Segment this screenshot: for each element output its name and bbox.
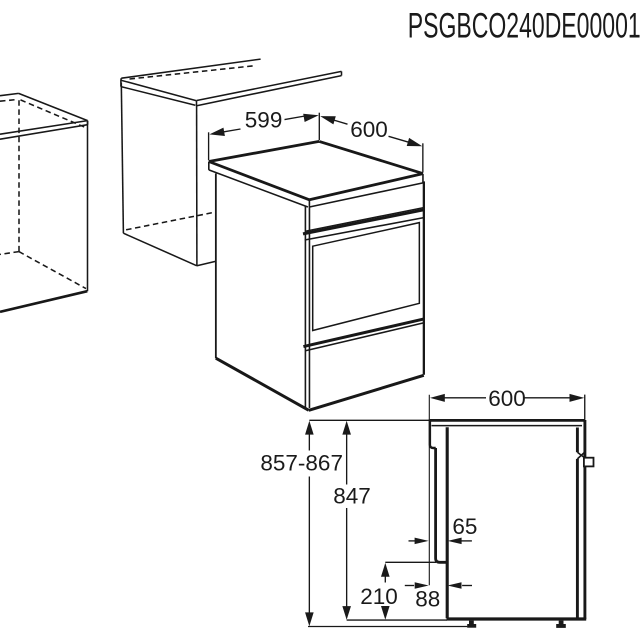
svg-text:210: 210 xyxy=(360,584,398,609)
svg-text:88: 88 xyxy=(415,587,440,612)
svg-text:65: 65 xyxy=(452,514,477,539)
svg-text:600: 600 xyxy=(350,117,388,142)
svg-text:600: 600 xyxy=(488,386,526,411)
svg-text:599: 599 xyxy=(245,108,283,133)
svg-text:847: 847 xyxy=(333,483,371,508)
svg-text:PSGBCO240DE00001: PSGBCO240DE00001 xyxy=(408,7,640,46)
svg-text:857-867: 857-867 xyxy=(260,450,343,475)
